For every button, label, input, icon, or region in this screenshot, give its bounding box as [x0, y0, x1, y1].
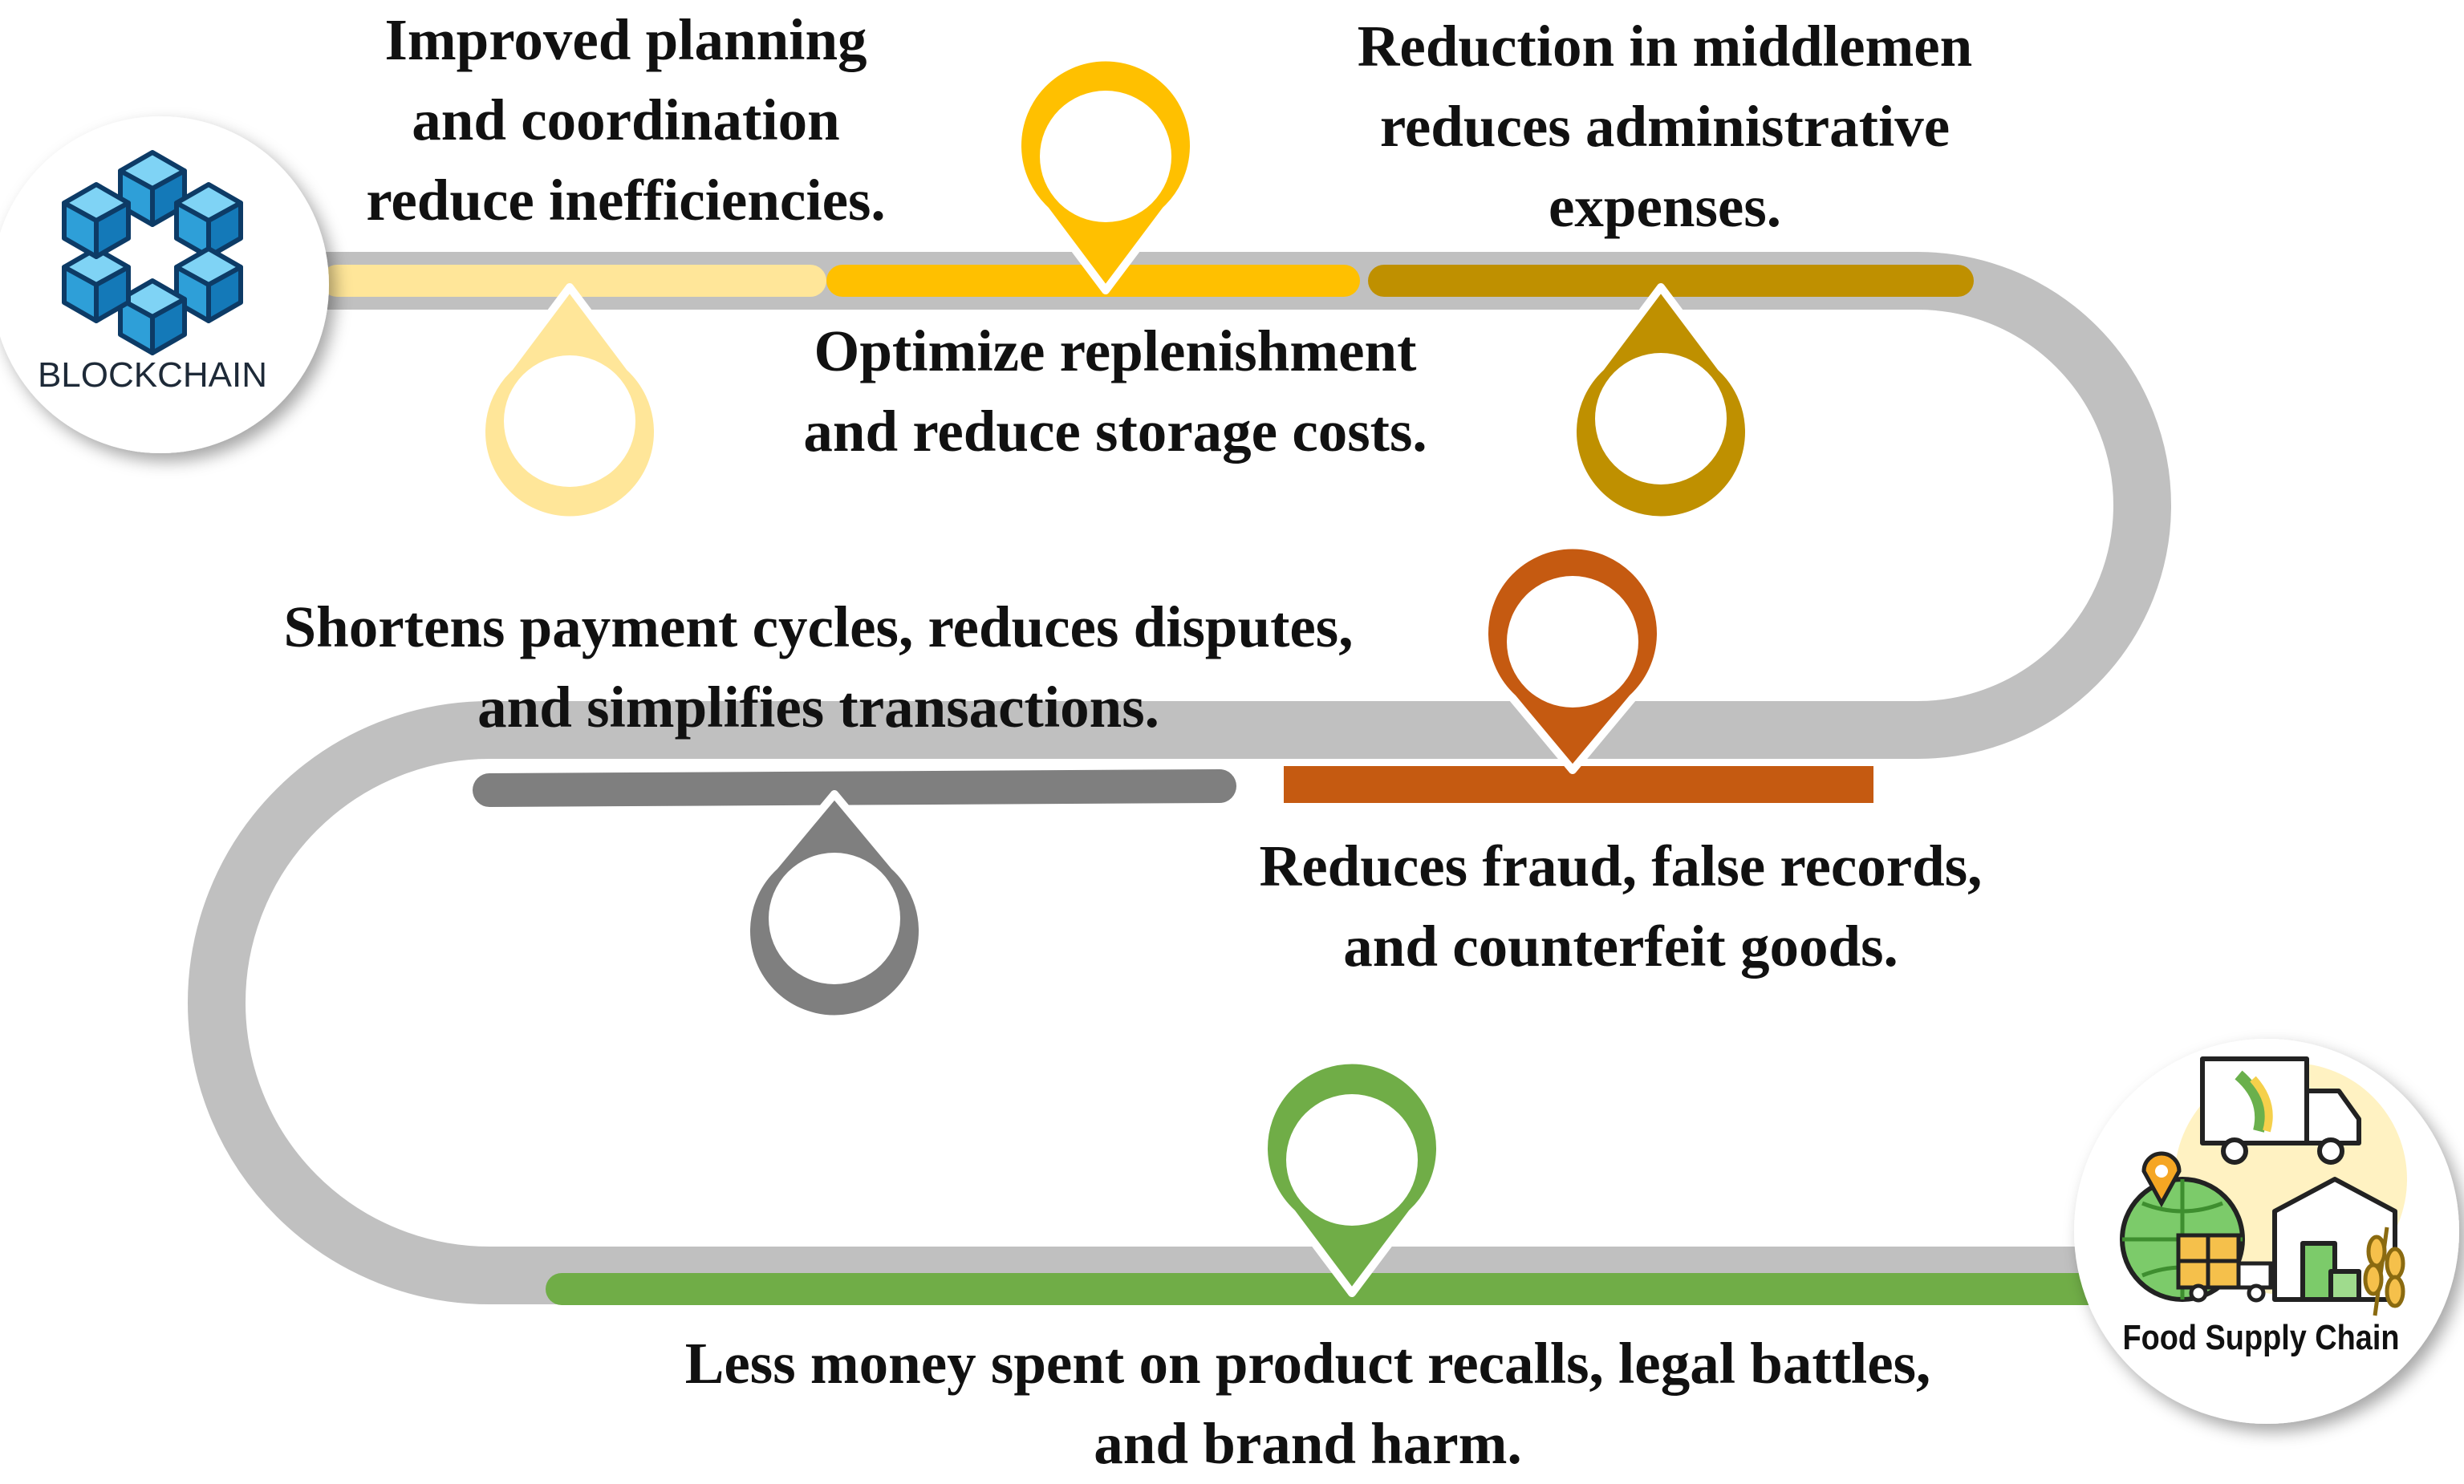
step-label-line: Reduces fraud, false records, — [1259, 833, 1983, 898]
pin-fraud — [1480, 541, 1665, 774]
pin-replenishment — [1013, 53, 1198, 294]
step-label-line: Less money spent on product recalls, leg… — [684, 1331, 1931, 1396]
truck-icon — [2200, 1056, 2361, 1165]
step-label-line: Improved planning — [384, 7, 867, 72]
step-label-line: reduces administrative — [1379, 94, 1950, 159]
wheat-icon — [2363, 1227, 2405, 1316]
step-label-middlemen: Reduction in middlemen reduces administr… — [1292, 6, 2038, 247]
step-label-line: and simplifies transactions. — [477, 675, 1159, 740]
food-supply-chain-node: Food Supply Chain — [2074, 1039, 2459, 1424]
road-track — [188, 252, 2195, 1304]
step-label-line: and coordination — [412, 87, 840, 152]
blockchain-node: BLOCKCHAIN — [0, 116, 329, 453]
pin-middlemen — [1569, 283, 1753, 525]
step-label-recalls: Less money spent on product recalls, leg… — [562, 1324, 2054, 1484]
food-supply-chain-label: Food Supply Chain — [2123, 1318, 2400, 1357]
step-label-line: and brand harm. — [1094, 1411, 1522, 1476]
step-label-planning: Improved planning and coordination reduc… — [321, 0, 931, 241]
blockchain-cubes-icon — [62, 150, 243, 355]
pin-planning — [477, 283, 662, 525]
step-label-payment: Shortens payment cycles, reduces dispute… — [185, 587, 1452, 748]
pin-payment — [742, 790, 927, 1024]
food-supply-chain-icon — [2120, 1056, 2407, 1316]
blockchain-label: BLOCKCHAIN — [38, 355, 267, 395]
step-label-line: Reduction in middlemen — [1357, 14, 1973, 79]
step-label-fraud: Reduces fraud, false records, and counte… — [1179, 826, 2062, 987]
step-label-line: expenses. — [1549, 174, 1781, 239]
package-icon — [2176, 1233, 2273, 1303]
warehouse-icon — [2272, 1177, 2397, 1302]
step-label-line: Optimize replenishment — [814, 318, 1417, 383]
segment-payment — [473, 769, 1236, 807]
step-label-line: Shortens payment cycles, reduces dispute… — [283, 594, 1354, 659]
step-label-line: and reduce storage costs. — [803, 399, 1427, 464]
step-label-line: reduce inefficiencies. — [366, 168, 886, 233]
pin-recalls — [1260, 1056, 1444, 1297]
step-label-line: and counterfeit goods. — [1343, 914, 1898, 979]
step-label-replenishment: Optimize replenishment and reduce storag… — [738, 311, 1492, 472]
